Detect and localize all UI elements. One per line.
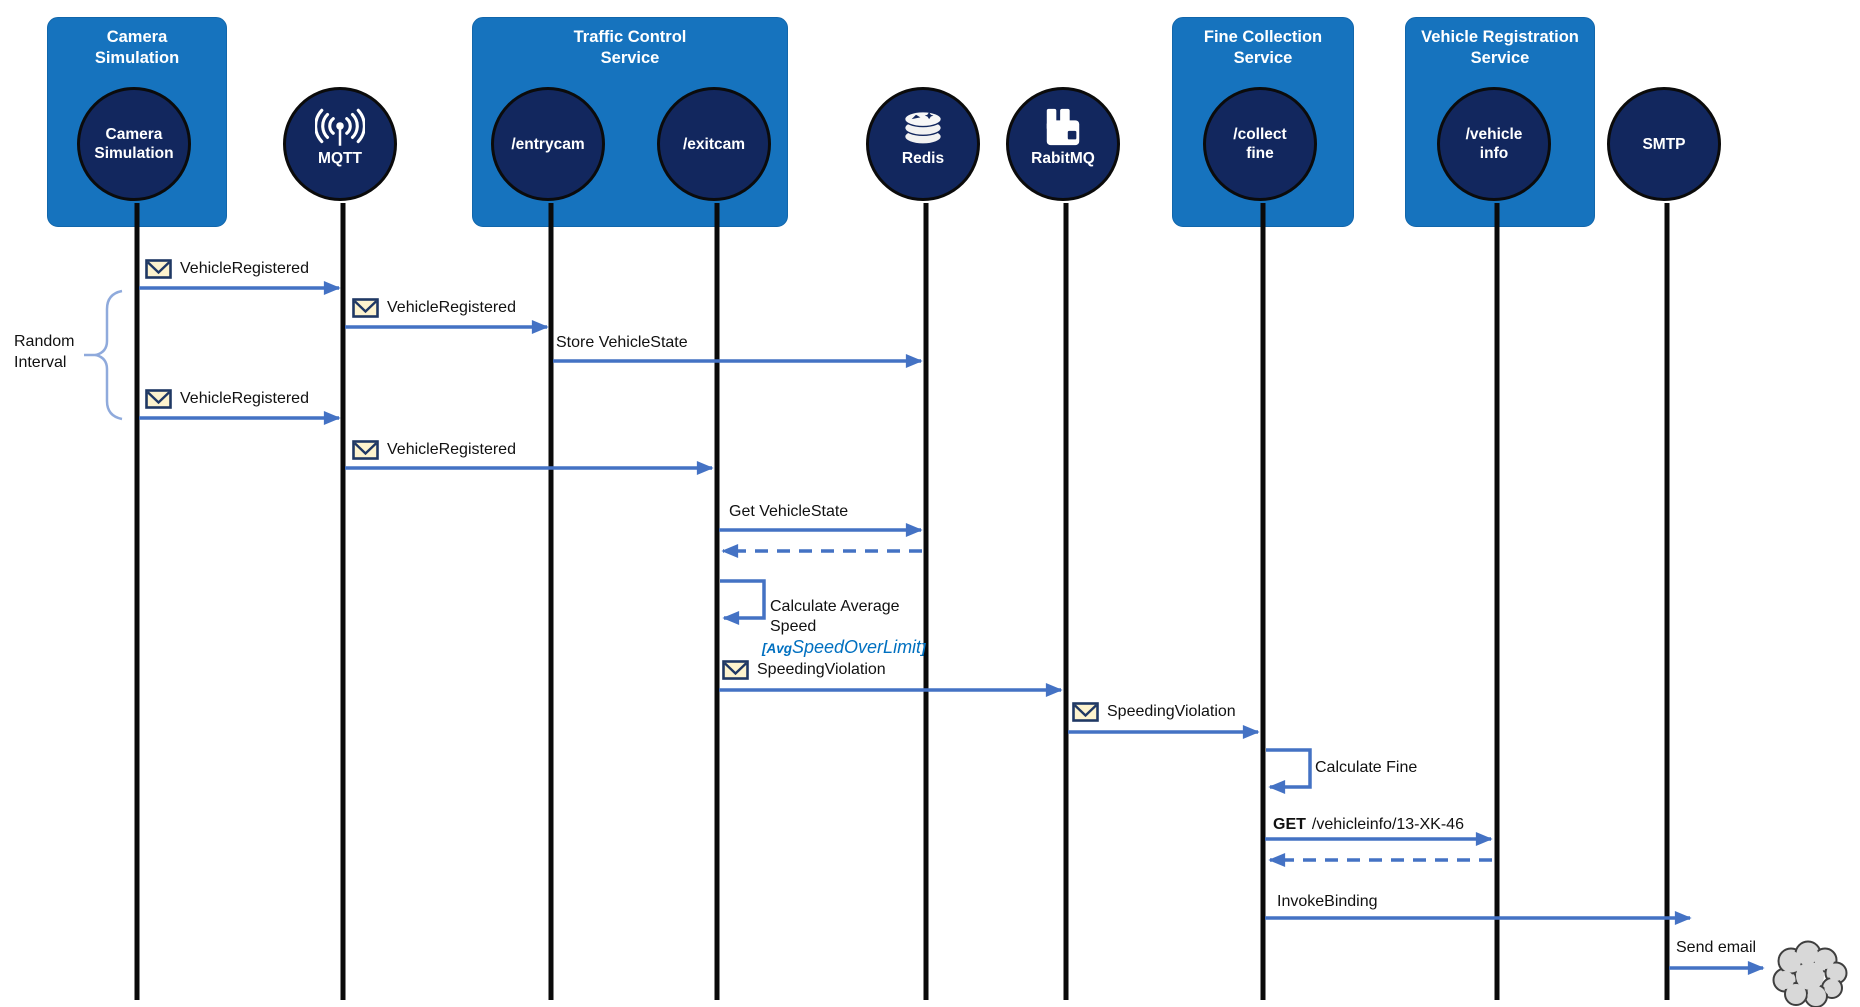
http-method: GET <box>1273 816 1306 833</box>
actor-label: Redis <box>901 150 945 167</box>
actor-smtp: SMTP <box>1607 87 1721 201</box>
actor-label: /collect fine <box>1233 126 1287 162</box>
message-text: VehicleRegistered <box>180 390 309 407</box>
envelope-icon <box>722 660 749 680</box>
cloud-shape <box>1772 940 1848 1007</box>
broadcast-icon <box>315 108 365 146</box>
actor-rabitmq: RabitMQ <box>1006 87 1120 201</box>
envelope-icon <box>1072 702 1099 722</box>
envelope-icon <box>145 259 172 279</box>
group-title: Fine Collection Service <box>1203 28 1323 67</box>
envelope-icon <box>145 389 172 409</box>
guard-close: ] <box>921 641 926 656</box>
message-label-vehicleregistered-4: VehicleRegistered <box>352 439 516 461</box>
message-arrows <box>139 281 1765 975</box>
message-text: Calculate Average Speed <box>770 598 900 635</box>
self-loop-calculate-fine <box>1266 748 1312 794</box>
message-label-get-vehiclestate: Get VehicleState <box>729 501 848 523</box>
message-text: VehicleRegistered <box>387 299 516 316</box>
message-text: Calculate Fine <box>1315 759 1418 776</box>
message-text: SpeedingViolation <box>1107 703 1236 720</box>
message-label-calculate-fine: Calculate Fine <box>1315 757 1417 779</box>
actor-label: Camera Simulation <box>94 126 174 162</box>
message-label-speedingviolation-1: SpeedingViolation <box>722 659 886 681</box>
message-label-send-email: Send email <box>1676 937 1756 959</box>
actor-camera-simulation: Camera Simulation <box>77 87 191 201</box>
message-text: SpeedingViolation <box>757 661 886 678</box>
rabbitmq-icon <box>1046 108 1080 146</box>
actor-label: SMTP <box>1642 135 1686 153</box>
http-path: /vehicleinfo/13-XK-46 <box>1311 816 1464 833</box>
actor-label: /exitcam <box>682 135 746 153</box>
message-text: Get VehicleState <box>729 503 849 520</box>
message-text: VehicleRegistered <box>180 260 309 277</box>
self-loop-calculate-average-speed <box>720 579 766 625</box>
actor-entrycam: /entrycam <box>491 87 605 201</box>
message-label-vehicleregistered-3: VehicleRegistered <box>145 388 309 410</box>
random-interval-brace <box>84 289 123 421</box>
group-title: Vehicle Registration Service <box>1421 28 1579 67</box>
actor-label: /vehicle info <box>1465 126 1523 162</box>
actor-collectfine: /collect fine <box>1203 87 1317 201</box>
redis-stack-icon <box>903 110 943 145</box>
guard-main: SpeedOverLimit <box>792 637 922 657</box>
random-interval-note: Random Interval <box>14 333 75 371</box>
actor-label: /entrycam <box>511 135 585 153</box>
guard-open: [Avg <box>762 641 792 656</box>
message-label-store-vehiclestate: Store VehicleState <box>556 332 688 354</box>
message-label-vehicleregistered-1: VehicleRegistered <box>145 258 309 280</box>
message-text: InvokeBinding <box>1277 893 1378 910</box>
actor-vehicleinfo: /vehicle info <box>1437 87 1551 201</box>
message-text: Send email <box>1676 939 1757 956</box>
message-label-invokebinding: InvokeBinding <box>1277 891 1378 913</box>
lifelines <box>134 203 1670 1000</box>
message-text: Store VehicleState <box>556 334 688 351</box>
actor-label: MQTT <box>318 150 362 167</box>
group-title: Camera Simulation <box>94 28 180 67</box>
actor-mqtt: MQTT <box>283 87 397 201</box>
message-label-get-vehicleinfo: GET /vehicleinfo/13-XK-46 <box>1273 814 1464 836</box>
envelope-icon <box>352 298 379 318</box>
message-label-speedingviolation-2: SpeedingViolation <box>1072 701 1236 723</box>
guard-avgspeedoverlimit: [AvgSpeedOverLimit] <box>762 637 926 658</box>
message-label-vehicleregistered-2: VehicleRegistered <box>352 297 516 319</box>
actor-redis: Redis <box>866 87 980 201</box>
message-label-calculate-average-speed: Calculate Average Speed <box>770 577 900 637</box>
group-title: Traffic Control Service <box>573 28 687 67</box>
message-text: VehicleRegistered <box>387 441 516 458</box>
actor-label: RabitMQ <box>1031 150 1095 167</box>
actor-exitcam: /exitcam <box>657 87 771 201</box>
envelope-icon <box>352 440 379 460</box>
